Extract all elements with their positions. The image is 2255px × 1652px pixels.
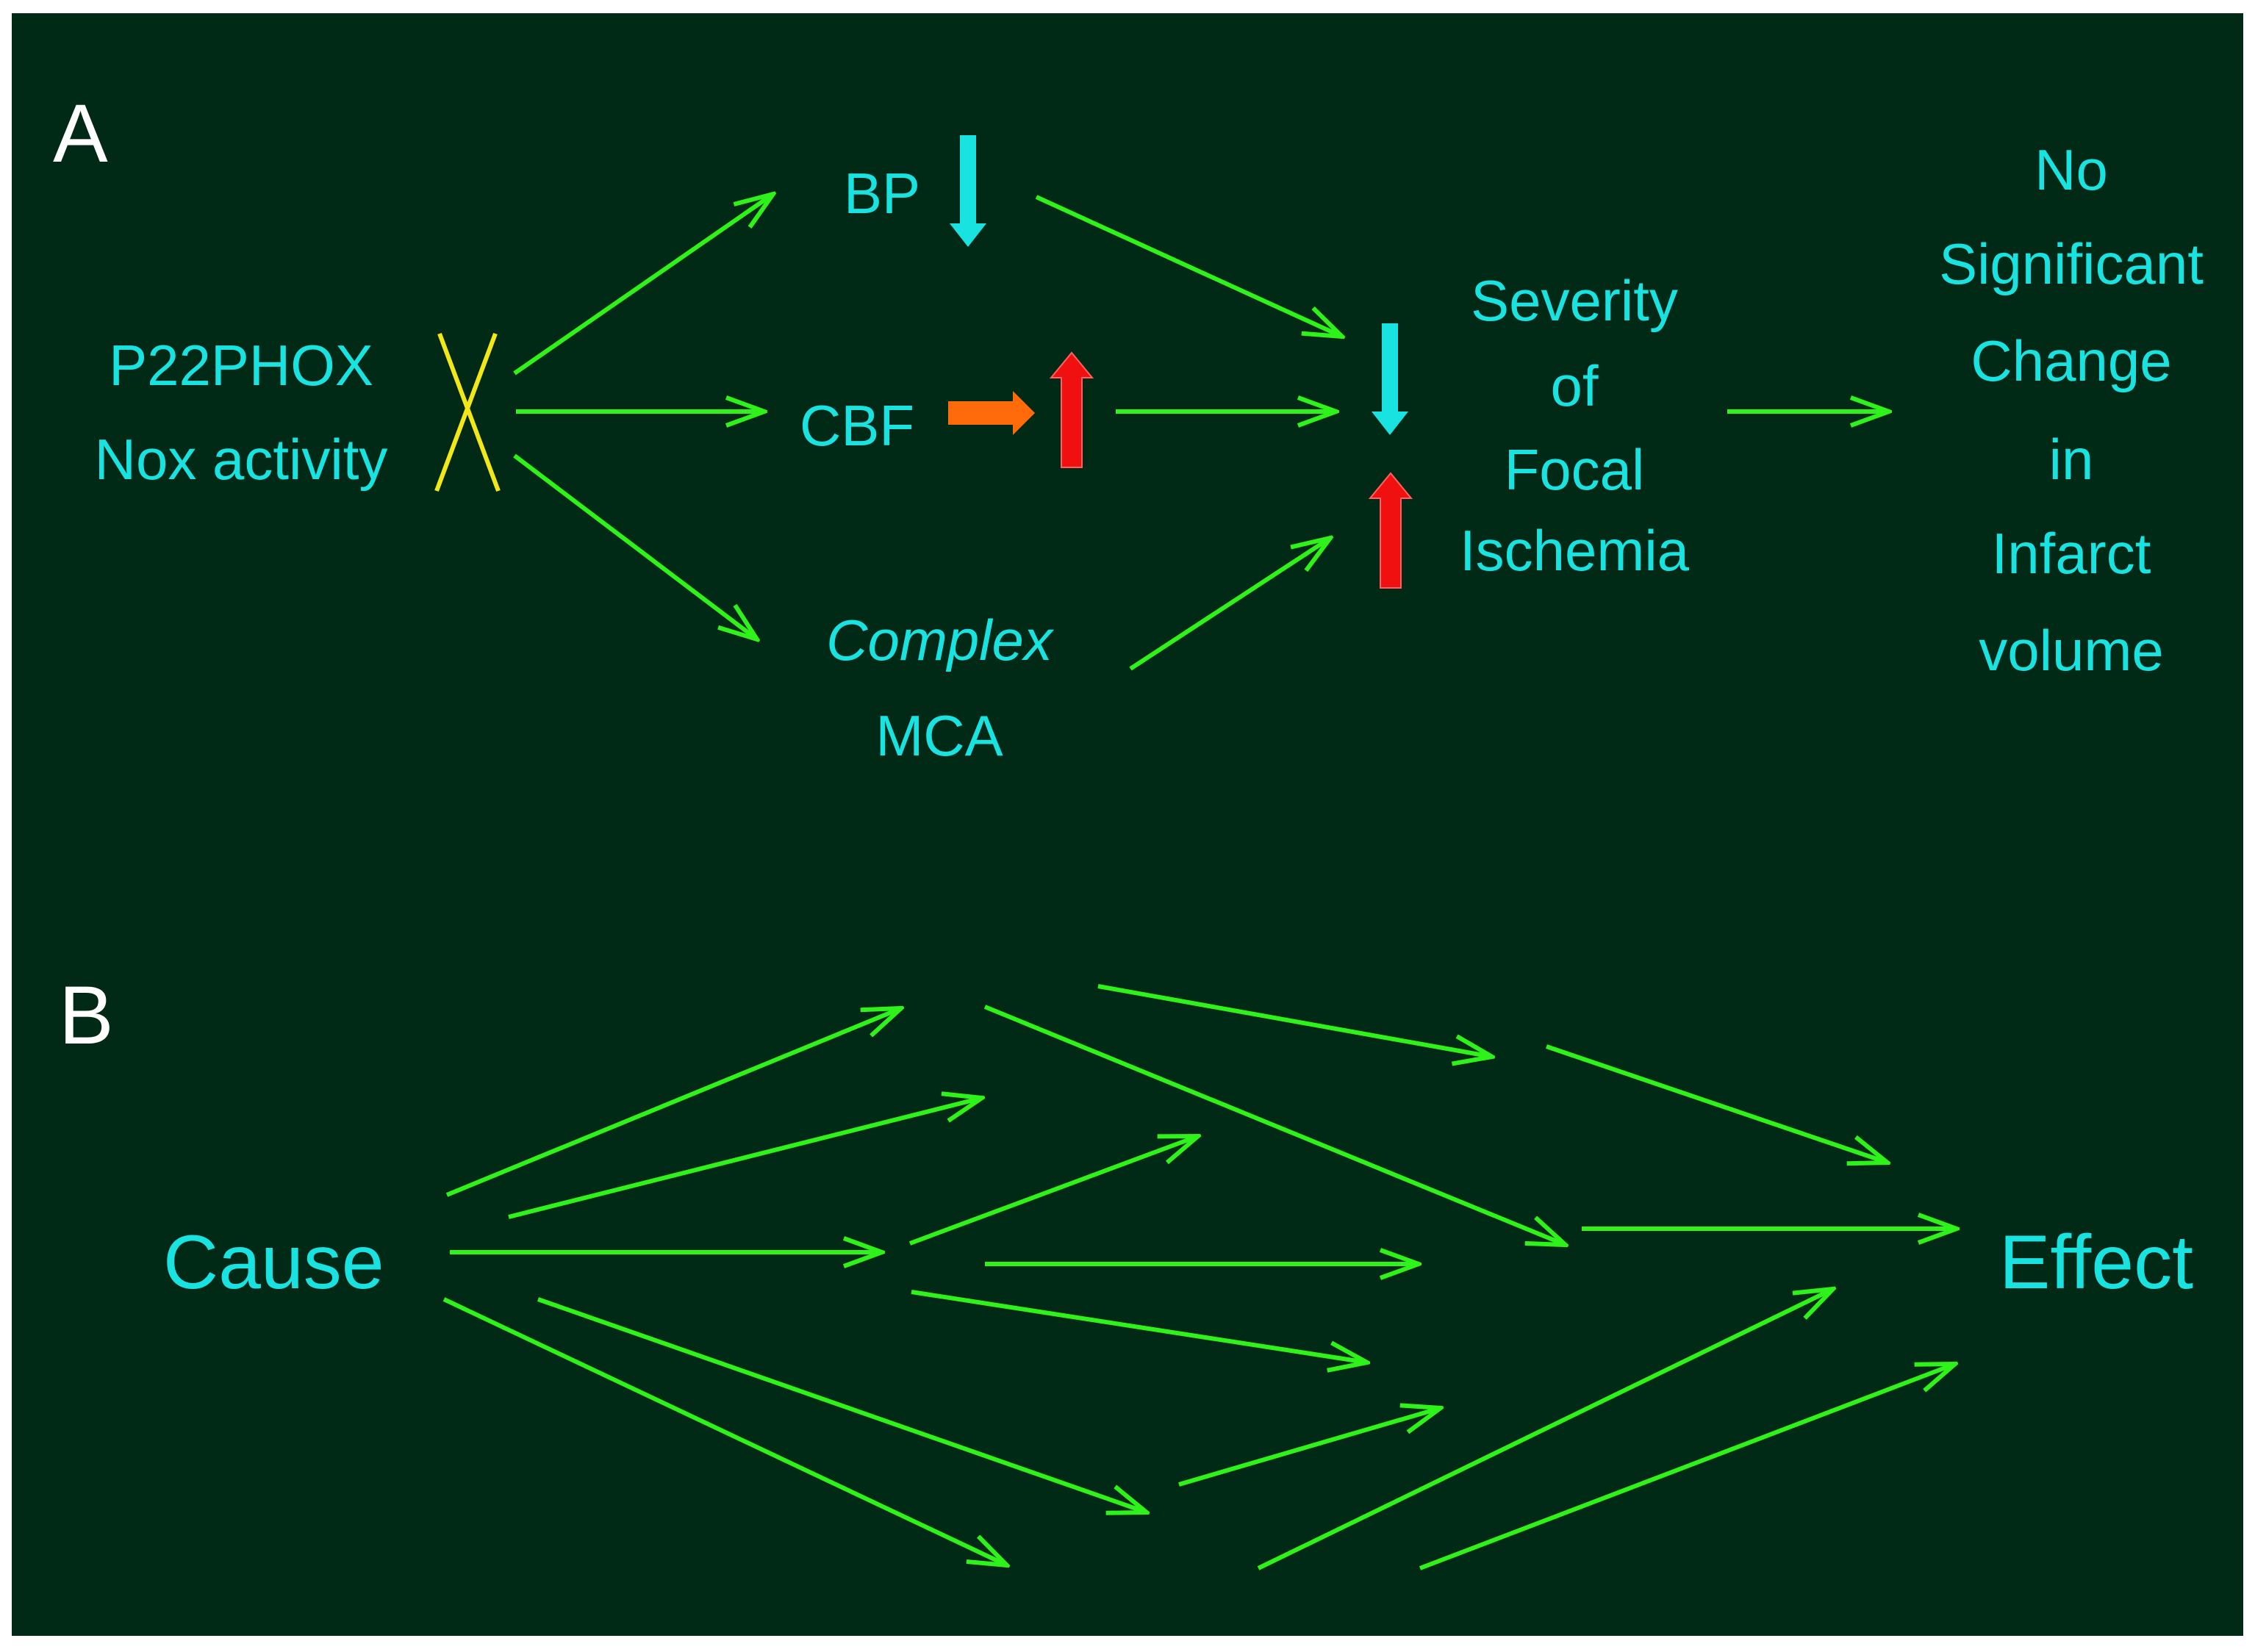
network-arrow-15 (1419, 1364, 1955, 1570)
arrow-source-to-bp (513, 194, 773, 376)
outcome-label-line6: volume (1979, 618, 2164, 683)
source-label-line1: P22PHOX (109, 333, 373, 398)
cause-label: Cause (163, 1220, 384, 1305)
severity-label-line3: Focal (1504, 437, 1645, 502)
network-arrow-10 (1097, 984, 1492, 1057)
severity-down-arrow-icon (1372, 323, 1408, 435)
bp-label: BP (843, 161, 921, 226)
network-arrow-11 (1546, 1044, 1887, 1163)
network-arrow-14 (1257, 1289, 1833, 1570)
arrow-source-to-mca (513, 453, 757, 639)
arrow-bp-to-severity (1035, 195, 1342, 337)
mca-label-line2: MCA (875, 703, 1003, 768)
network-arrow-8 (911, 1290, 1367, 1362)
network-arrow-2 (508, 1098, 982, 1219)
diagram-background (12, 13, 2243, 1636)
cbf-label: CBF (800, 393, 914, 458)
outcome-label-line3: Change (1971, 328, 2172, 393)
outcome-label-line4: in (2048, 427, 2094, 492)
network-arrow-12 (1178, 1408, 1441, 1487)
network-arrow-5 (537, 1297, 1147, 1512)
effect-label: Effect (1999, 1220, 2194, 1305)
outcome-label-line5: Infarct (1991, 521, 2151, 586)
network-arrow-9 (983, 1005, 1566, 1245)
arrow-mca-to-severity (1129, 538, 1330, 671)
severity-up-arrow-icon (1368, 472, 1413, 589)
source-label-line2: Nox activity (94, 427, 388, 492)
mca-label-line1: Complex (826, 608, 1053, 672)
network-arrow-6 (908, 1136, 1198, 1246)
panel-b-label: B (59, 969, 114, 1061)
network-arrow-1 (445, 1008, 901, 1197)
severity-label-line1: Severity (1471, 268, 1678, 333)
outcome-label-line2: Significant (1939, 231, 2204, 296)
network-arrow-4 (442, 1297, 1007, 1565)
panel-a-label: A (53, 87, 108, 179)
severity-label-line4: Ischemia (1459, 518, 1690, 583)
outcome-label-line1: No (2034, 137, 2108, 202)
inhibition-cross-icon (434, 332, 501, 492)
cbf-up-arrow-icon (1049, 351, 1094, 468)
cbf-orange-arrow-icon (948, 391, 1035, 435)
severity-label-line2: of (1550, 353, 1599, 418)
bp-down-arrow-icon (950, 135, 986, 247)
